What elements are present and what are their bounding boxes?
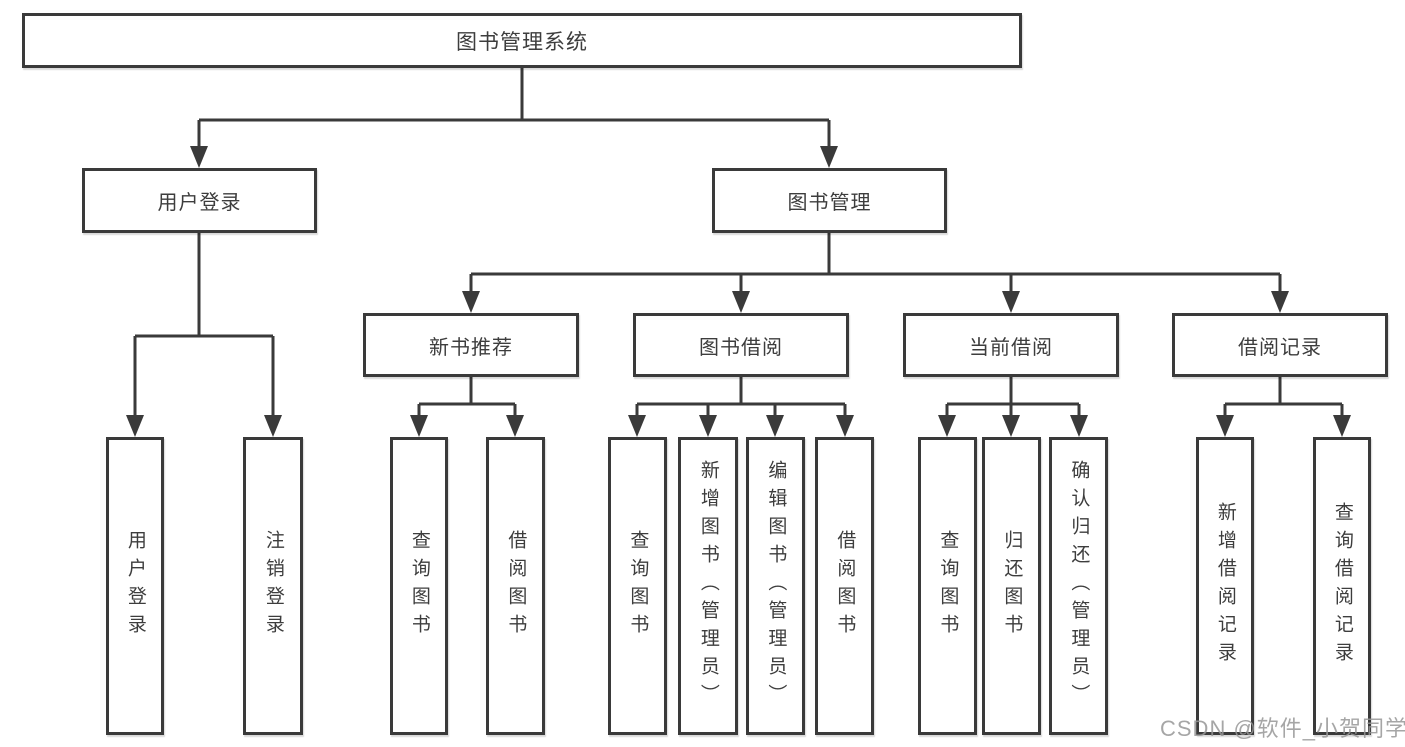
arrow-icon xyxy=(126,415,144,437)
arrow-icon xyxy=(1333,415,1351,437)
leaf-current-confirm-return-admin: 确认归还（管理员） xyxy=(1049,437,1108,735)
leaf-newbook-borrow-books-label: 借阅图书 xyxy=(505,530,527,642)
leaf-borrow-add-books-admin: 新增图书（管理员） xyxy=(678,437,738,735)
leaf-current-query-books-label: 查询图书 xyxy=(937,530,959,642)
leaf-logout-label: 注销登录 xyxy=(262,530,284,642)
arrow-icon xyxy=(1002,291,1020,313)
leaf-newbook-query-books: 查询图书 xyxy=(390,437,448,735)
leaf-borrow-query-books-label: 查询图书 xyxy=(627,530,649,642)
leaf-records-query-record: 查询借阅记录 xyxy=(1313,437,1371,735)
leaf-logout: 注销登录 xyxy=(243,437,303,735)
leaf-newbook-query-books-label: 查询图书 xyxy=(408,530,430,642)
leaf-current-confirm-return-admin-label: 确认归还（管理员） xyxy=(1068,460,1090,712)
node-borrow-records-label: 借阅记录 xyxy=(1238,336,1322,359)
leaf-user-login: 用户登录 xyxy=(106,437,164,735)
leaf-current-return-books-label: 归还图书 xyxy=(1001,530,1023,642)
node-current-borrow: 当前借阅 xyxy=(903,313,1119,377)
node-current-borrow-label: 当前借阅 xyxy=(969,336,1053,359)
arrow-icon xyxy=(938,415,956,437)
leaf-borrow-edit-books-admin: 编辑图书（管理员） xyxy=(746,437,805,735)
arrow-icon xyxy=(1070,415,1088,437)
leaf-current-query-books: 查询图书 xyxy=(918,437,977,735)
node-book-borrow: 图书借阅 xyxy=(633,313,849,377)
arrow-icon xyxy=(699,415,717,437)
leaf-records-add-record: 新增借阅记录 xyxy=(1196,437,1254,735)
node-new-book-recommend-label: 新书推荐 xyxy=(429,336,513,359)
node-root: 图书管理系统 xyxy=(22,13,1022,68)
leaf-borrow-query-books: 查询图书 xyxy=(608,437,667,735)
arrow-icon xyxy=(628,415,646,437)
node-book-management: 图书管理 xyxy=(712,168,947,233)
arrow-icon xyxy=(264,415,282,437)
node-user-login: 用户登录 xyxy=(82,168,317,233)
leaf-borrow-borrow-books: 借阅图书 xyxy=(815,437,874,735)
node-root-label: 图书管理系统 xyxy=(456,30,588,54)
leaf-newbook-borrow-books: 借阅图书 xyxy=(486,437,545,735)
arrow-icon xyxy=(732,291,750,313)
node-new-book-recommend: 新书推荐 xyxy=(363,313,579,377)
arrow-icon xyxy=(1216,415,1234,437)
tree-edges xyxy=(133,68,1344,419)
arrow-icon xyxy=(190,146,208,168)
node-book-management-label: 图书管理 xyxy=(787,192,872,214)
arrow-icon xyxy=(1271,291,1289,313)
arrow-icon xyxy=(766,415,784,437)
leaf-borrow-add-books-admin-label: 新增图书（管理员） xyxy=(697,460,719,712)
arrow-icon xyxy=(506,415,524,437)
arrow-icon xyxy=(462,291,480,313)
leaf-records-query-record-label: 查询借阅记录 xyxy=(1331,502,1353,670)
watermark: CSDN @软件_小贺同学 xyxy=(1160,716,1405,741)
leaf-user-login-label: 用户登录 xyxy=(124,530,146,642)
node-book-borrow-label: 图书借阅 xyxy=(699,336,783,359)
leaf-current-return-books: 归还图书 xyxy=(982,437,1041,735)
leaf-records-add-record-label: 新增借阅记录 xyxy=(1214,502,1236,670)
arrow-icon xyxy=(820,146,838,168)
arrow-icon xyxy=(1002,415,1020,437)
arrow-icon xyxy=(410,415,428,437)
node-user-login-label: 用户登录 xyxy=(157,192,242,214)
leaf-borrow-borrow-books-label: 借阅图书 xyxy=(834,530,856,642)
leaf-borrow-edit-books-admin-label: 编辑图书（管理员） xyxy=(765,460,787,712)
node-borrow-records: 借阅记录 xyxy=(1172,313,1388,377)
arrow-icon xyxy=(836,415,854,437)
